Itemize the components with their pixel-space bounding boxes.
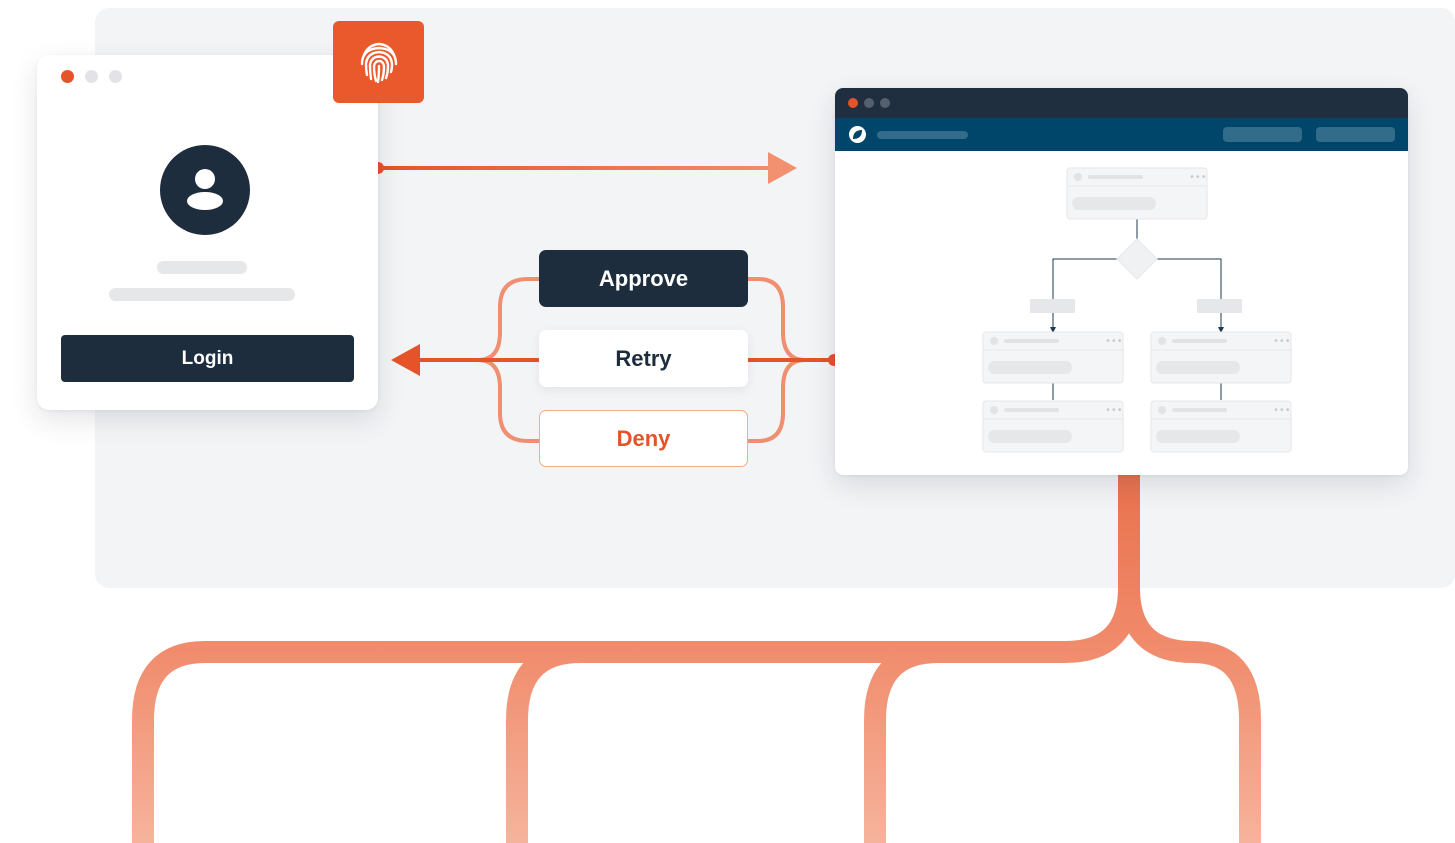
flow-node-left-upper: ••• xyxy=(982,331,1124,384)
flow-window-titlebar xyxy=(835,88,1408,118)
svg-text:•••: ••• xyxy=(1105,405,1123,416)
branch-right xyxy=(1118,587,1261,843)
flow-window-minimize-dot[interactable] xyxy=(864,98,874,108)
svg-text:•••: ••• xyxy=(1105,336,1123,347)
flow-node-top: ••• xyxy=(1066,167,1208,220)
connector-decision-right xyxy=(1157,258,1222,331)
connector-arrowhead-right xyxy=(1218,327,1224,333)
username-placeholder-bar xyxy=(157,261,247,274)
deny-button[interactable]: Deny xyxy=(539,410,748,467)
flow-window-close-dot[interactable] xyxy=(848,98,858,108)
trunk-to-left-branch xyxy=(132,475,1140,843)
password-placeholder-bar xyxy=(109,288,295,301)
header-action-placeholder-1[interactable] xyxy=(1223,127,1302,142)
branch-third xyxy=(864,641,939,843)
retry-button[interactable]: Retry xyxy=(539,330,748,387)
app-title-placeholder xyxy=(877,131,968,139)
window-minimize-dot[interactable] xyxy=(85,70,98,83)
flow-node-right-upper: ••• xyxy=(1150,331,1292,384)
connector-decision-left xyxy=(1052,258,1117,331)
approve-button[interactable]: Approve xyxy=(539,250,748,307)
response-arrowhead xyxy=(391,344,420,376)
svg-text:•••: ••• xyxy=(1273,405,1291,416)
request-arrowhead xyxy=(768,152,797,184)
flow-app-header xyxy=(835,118,1408,151)
app-logo-icon xyxy=(849,126,866,143)
fingerprint-icon xyxy=(360,42,397,84)
user-icon xyxy=(187,169,223,210)
login-button[interactable]: Login xyxy=(61,335,354,382)
flow-node-left-lower: ••• xyxy=(982,400,1124,453)
decision-node xyxy=(1116,238,1158,280)
connector-arrowhead-left xyxy=(1050,327,1056,333)
flow-node-right-lower: ••• xyxy=(1150,400,1292,453)
branch-second xyxy=(506,641,581,843)
branch-label-left xyxy=(1030,299,1075,313)
flow-editor-window: ••• ••• ••• ••• xyxy=(835,88,1408,475)
window-maximize-dot[interactable] xyxy=(109,70,122,83)
branch-label-right xyxy=(1197,299,1242,313)
fingerprint-badge xyxy=(333,21,424,103)
header-action-placeholder-2[interactable] xyxy=(1316,127,1395,142)
svg-text:•••: ••• xyxy=(1189,172,1207,183)
user-avatar xyxy=(160,145,250,235)
flow-canvas: ••• ••• ••• ••• xyxy=(982,167,1292,453)
window-close-dot[interactable] xyxy=(61,70,74,83)
login-window: Login xyxy=(37,55,378,410)
flow-window-maximize-dot[interactable] xyxy=(880,98,890,108)
svg-text:•••: ••• xyxy=(1273,336,1291,347)
